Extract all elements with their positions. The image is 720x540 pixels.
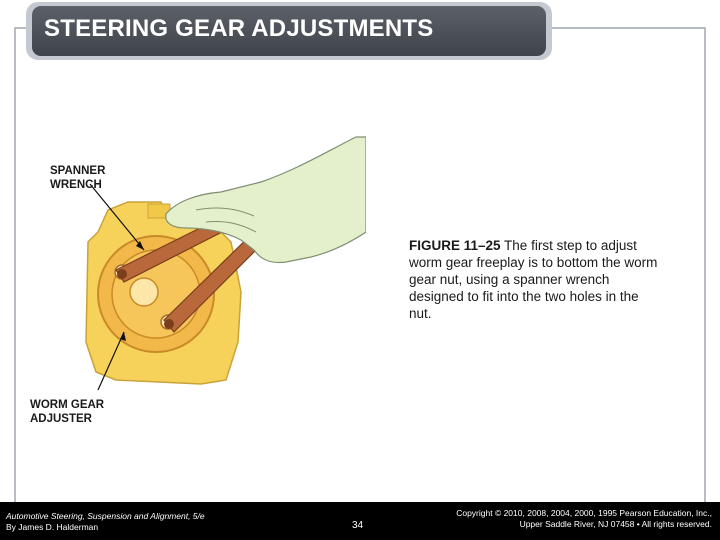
hand-finger-lines — [195, 207, 257, 233]
label-spanner-line1: SPANNER — [50, 165, 106, 177]
leader-line-spanner — [89, 183, 145, 251]
leader-arrow-worm — [120, 332, 126, 341]
hand — [165, 136, 367, 264]
footer-copyright: Copyright © 2010, 2008, 2004, 2000, 1995… — [456, 508, 712, 530]
title-bar: STEERING GEAR ADJUSTMENTS — [32, 6, 546, 56]
slide-title: STEERING GEAR ADJUSTMENTS — [44, 15, 434, 42]
label-worm-line2: ADJUSTER — [30, 413, 93, 425]
leader-arrow-spanner — [136, 241, 144, 250]
footer-bar: Automotive Steering, Suspension and Alig… — [0, 502, 720, 540]
wrench-pin-lower — [164, 319, 174, 329]
wrench-pin-upper — [117, 269, 127, 279]
frame-line-left — [14, 27, 16, 502]
footer-book-title: Automotive Steering, Suspension and Alig… — [6, 511, 205, 521]
footer-citation: Automotive Steering, Suspension and Alig… — [6, 511, 205, 533]
caption-text: The first step to adjust worm gear freep… — [409, 238, 658, 321]
adjuster-center — [129, 277, 159, 307]
steering-gear-illustration: SPANNER WRENCH WORM GEAR ADJUSTER — [30, 136, 367, 425]
leader-line-worm — [97, 331, 125, 391]
figure-caption: FIGURE 11–25 The first step to adjust wo… — [409, 237, 659, 322]
copyright-line-1: Copyright © 2010, 2008, 2004, 2000, 1995… — [456, 508, 712, 518]
footer-author: By James D. Halderman — [6, 522, 99, 532]
label-worm-line1: WORM GEAR — [30, 399, 105, 411]
frame-line-right — [704, 27, 706, 502]
figure-number: FIGURE 11–25 — [409, 238, 501, 253]
figure-illustration: SPANNER WRENCH WORM GEAR ADJUSTER — [26, 132, 367, 432]
copyright-line-2: Upper Saddle River, NJ 07458 • All right… — [519, 519, 712, 529]
page-number: 34 — [352, 520, 364, 531]
label-spanner-line2: WRENCH — [50, 179, 102, 191]
